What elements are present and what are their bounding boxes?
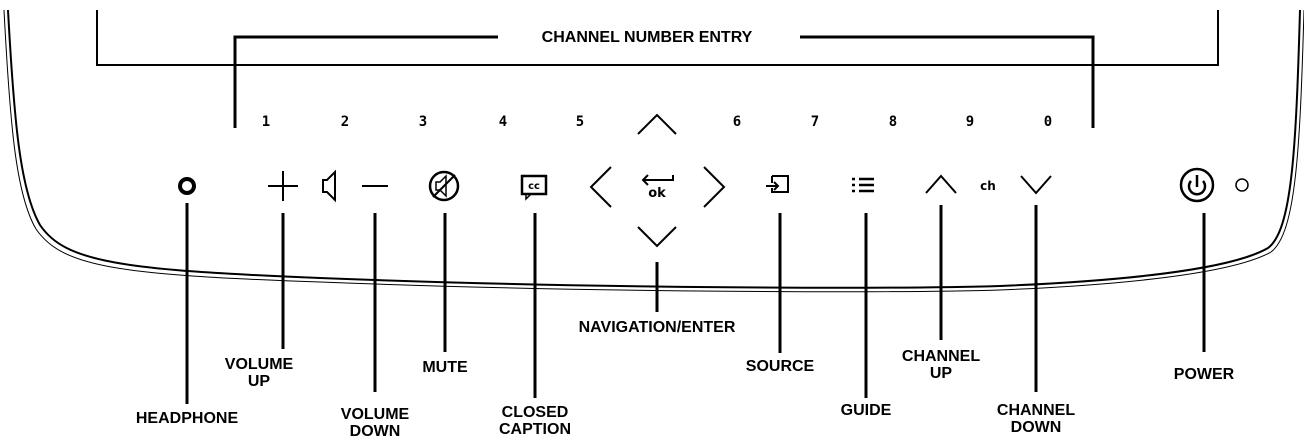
closed-caption-icon[interactable] xyxy=(520,174,548,201)
digit-1: 1 xyxy=(262,114,270,130)
digit-row: 1 2 3 4 5 6 7 8 9 0 xyxy=(262,114,1052,130)
channel-entry-bracket xyxy=(233,35,1095,128)
digit-2: 2 xyxy=(341,114,349,130)
digit-5: 5 xyxy=(576,114,584,130)
guide-icon[interactable] xyxy=(852,177,874,193)
power-icon[interactable] xyxy=(1179,167,1215,203)
navigation-enter-label: NAVIGATION/ENTER xyxy=(578,319,736,336)
ch-text: ch xyxy=(980,179,996,193)
mute-icon[interactable] xyxy=(428,170,460,202)
digit-3: 3 xyxy=(419,114,427,130)
tv-bezel xyxy=(3,9,1304,293)
plus-icon[interactable] xyxy=(268,171,298,201)
leader-lines xyxy=(185,203,1206,404)
digit-9: 9 xyxy=(966,114,974,130)
channel-down-icon[interactable] xyxy=(1020,175,1052,195)
digit-7: 7 xyxy=(811,114,819,130)
ok-text: ok xyxy=(648,186,666,201)
digit-4: 4 xyxy=(499,114,507,130)
headphone-jack-icon[interactable] xyxy=(178,177,196,195)
arrow-down-icon[interactable] xyxy=(637,226,677,248)
cc-text: cc xyxy=(528,181,540,192)
indicator-light-icon xyxy=(1235,178,1249,192)
speaker-icon[interactable] xyxy=(322,169,336,203)
enter-icon[interactable] xyxy=(641,174,674,186)
digit-6: 6 xyxy=(733,114,741,130)
power-label: POWER xyxy=(1173,366,1235,383)
digit-0: 0 xyxy=(1044,114,1052,130)
arrow-up-icon[interactable] xyxy=(637,113,677,135)
guide-label: GUIDE xyxy=(840,402,892,419)
channel-number-entry-label: CHANNEL NUMBER ENTRY xyxy=(542,29,753,46)
arrow-right-icon[interactable] xyxy=(703,166,726,208)
digit-8: 8 xyxy=(889,114,897,130)
arrow-left-icon[interactable] xyxy=(589,166,612,208)
source-label: SOURCE xyxy=(745,358,815,375)
source-icon[interactable] xyxy=(766,175,789,193)
channel-up-icon[interactable] xyxy=(925,174,957,194)
mute-label: MUTE xyxy=(422,359,468,376)
headphone-label: HEADPHONE xyxy=(135,410,239,427)
